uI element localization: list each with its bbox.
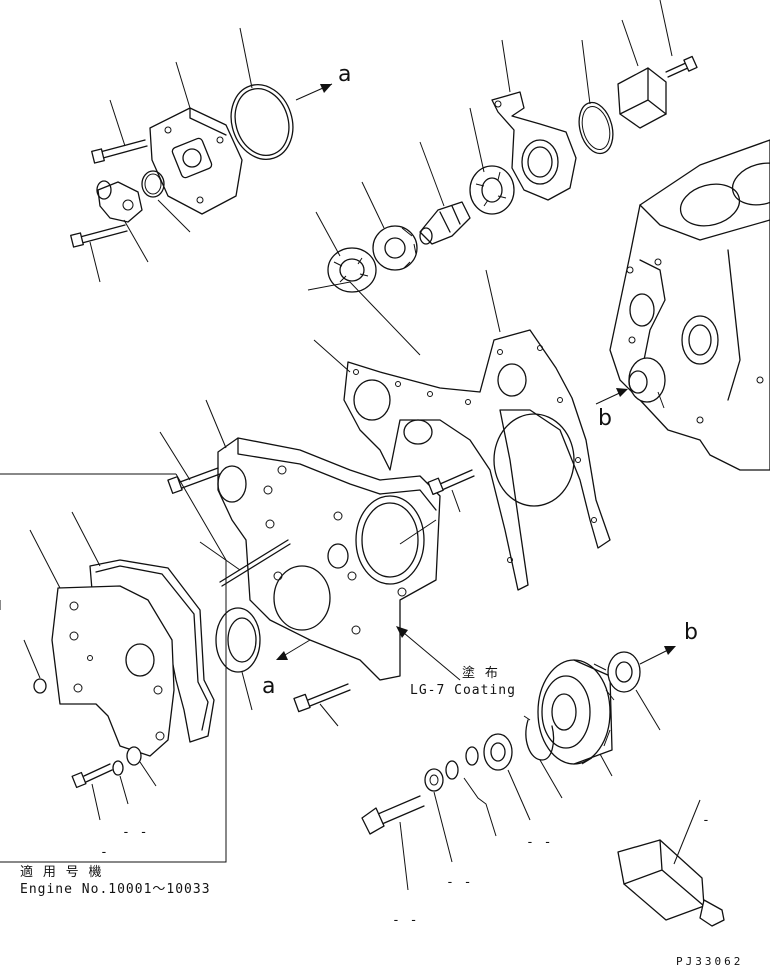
blank-mark-6: - bbox=[702, 813, 711, 828]
idler-shaft-assembly bbox=[307, 0, 698, 356]
crank-gear-assembly bbox=[361, 646, 725, 927]
blank-mark-3: - - bbox=[526, 835, 553, 850]
blank-mark-5: - - bbox=[392, 913, 419, 928]
mark-b-right: b bbox=[684, 620, 698, 645]
blank-mark-4: - - bbox=[446, 875, 473, 890]
mark-a-top: a bbox=[338, 62, 352, 87]
mark-a-bottom: a bbox=[262, 674, 276, 699]
drawing-code: PJ33062 bbox=[676, 955, 744, 968]
front-gear-case bbox=[159, 399, 475, 727]
engine-block bbox=[595, 139, 770, 471]
engine-range-label: Engine No.10001～10033 bbox=[20, 882, 211, 897]
coating-note-jp: 塗 布 bbox=[462, 666, 499, 681]
applicability-inset bbox=[0, 473, 227, 863]
applicability-label-jp: 適 用 号 機 bbox=[20, 865, 103, 880]
mark-b-left: b bbox=[598, 406, 612, 431]
coating-note-en: LG-7 Coating bbox=[410, 683, 516, 698]
top-cover-plate-assembly bbox=[70, 27, 333, 283]
front-gasket bbox=[313, 269, 611, 591]
blank-mark-1: - - bbox=[122, 825, 149, 840]
blank-mark-2: - bbox=[100, 845, 109, 860]
